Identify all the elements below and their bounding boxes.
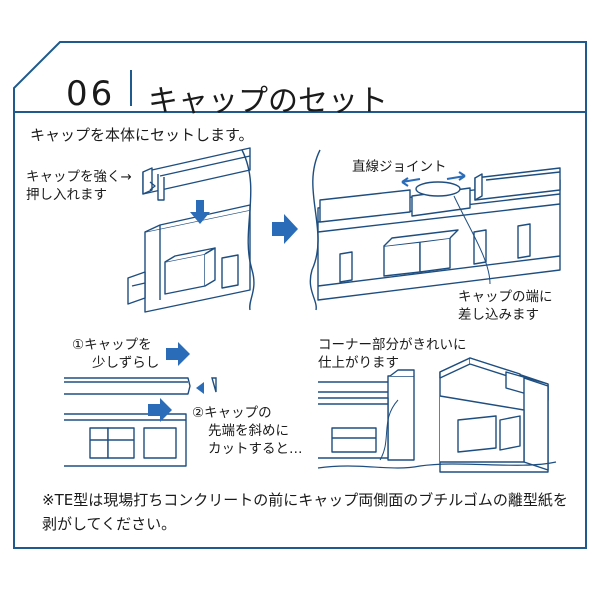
cap-tip (211, 377, 217, 393)
illustration-corner-front (318, 369, 415, 461)
insert-label-line1: キャップの端に (458, 289, 553, 305)
shift-arrow-small (196, 382, 204, 394)
step1-label-line2: 少しずらし (92, 355, 160, 371)
result-label-line1: コーナー部分がきれいに (318, 337, 467, 353)
joint-label: 直線ジョイント (352, 159, 447, 175)
cut-line-left (241, 149, 255, 311)
shift-arrow (166, 342, 190, 366)
next-step-arrow (272, 214, 298, 244)
step1-label-line1: ①キャップを (72, 337, 152, 353)
insert-label-line2: 差し込みます (458, 307, 539, 323)
content-frame (13, 111, 587, 549)
corner-front-cut (379, 399, 399, 461)
step-number: 06 (66, 74, 116, 114)
press-down-arrow (190, 200, 210, 224)
joint-arrow-left (401, 177, 421, 187)
footnote: ※TE型は現場打ちコンクリートの前にキャップ両側面のブチルゴムの離型紙を剥がして… (42, 491, 568, 533)
illustration-cap-shift (64, 377, 191, 467)
step2-label-line2: 先端を斜めに (208, 423, 289, 439)
step2-label-line3: カットすると… (208, 441, 303, 457)
header-frame (13, 41, 587, 112)
step2-label-line1: ②キャップの (192, 405, 272, 421)
illustration-corner-iso (439, 357, 549, 473)
illustration-cap-press (127, 147, 251, 313)
joint-arrow-right (446, 171, 466, 181)
cut-arrow (148, 398, 172, 422)
intro-text: キャップを本体にセットします。 (30, 126, 254, 144)
result-label-line2: 仕上がります (318, 355, 399, 371)
press-label-line2: 押し入れます (26, 187, 107, 203)
step-title: キャップのセット (148, 84, 388, 119)
insert-leader (453, 195, 491, 285)
cut-line-right-left (309, 149, 321, 311)
bottom-cut-line (317, 461, 557, 469)
press-label-line1: キャップを強く→ (26, 169, 132, 185)
illustration-straight-joint (317, 167, 561, 301)
